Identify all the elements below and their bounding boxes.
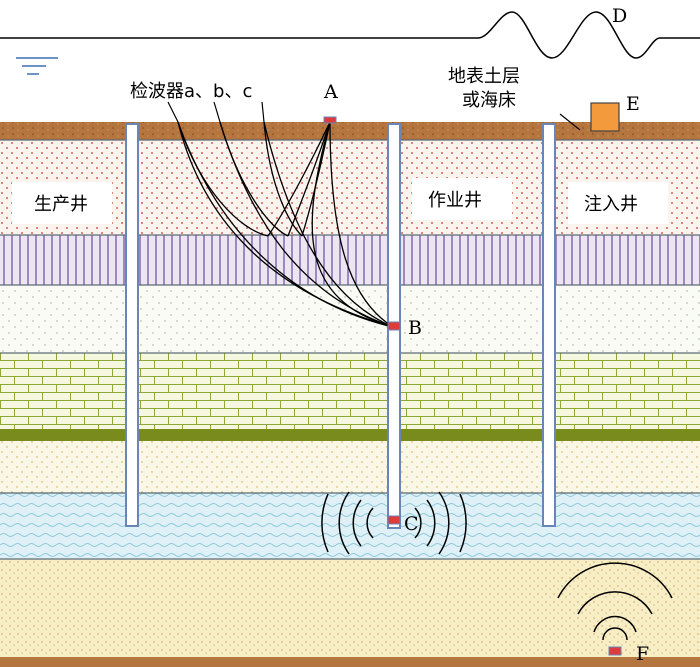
sand-layer (0, 559, 700, 657)
surface-label-line2: 或海床 (462, 90, 516, 111)
water-layer (0, 493, 700, 559)
surface-leader (559, 113, 581, 131)
source-a-marker (323, 116, 337, 124)
surface-source-e-box (590, 102, 620, 132)
geophone-label: 检波器a、b、c (130, 81, 252, 102)
source-c-marker (387, 515, 401, 525)
brick-layer (0, 353, 700, 429)
layer-boundaries (0, 139, 700, 560)
injection-well-label: 注入井 (584, 194, 638, 215)
sea-surface-line (0, 11, 700, 59)
wave-arc-icon (321, 491, 467, 555)
label-f: F (636, 643, 649, 665)
ray-paths (177, 121, 394, 328)
work-well-label: 作业井 (428, 190, 482, 211)
topsoil-layer (0, 122, 700, 140)
surface-label-line1: 地表土层 (448, 66, 520, 87)
geophone-leaders (167, 101, 265, 123)
label-e: E (626, 93, 640, 115)
gray-dotted-layer (0, 285, 700, 353)
injection-well-label-box (568, 182, 668, 224)
work-well-label-box (412, 178, 512, 220)
production-well (125, 123, 139, 527)
bottom-band (0, 657, 700, 667)
receiver-b-marker (387, 321, 401, 331)
label-c: C (404, 513, 419, 535)
label-a: A (323, 81, 338, 103)
yellow-dotted-layer (0, 441, 700, 493)
injection-well (542, 123, 556, 527)
label-b: B (408, 317, 422, 339)
striped-layer (0, 235, 700, 285)
label-d: D (612, 5, 627, 27)
production-well-label: 生产井 (34, 194, 88, 215)
production-well-label-box (12, 182, 112, 224)
green-band-layer (0, 429, 700, 441)
source-f-marker (608, 646, 622, 656)
water-level-icon (16, 57, 58, 75)
wave-arc-icon (557, 562, 673, 641)
